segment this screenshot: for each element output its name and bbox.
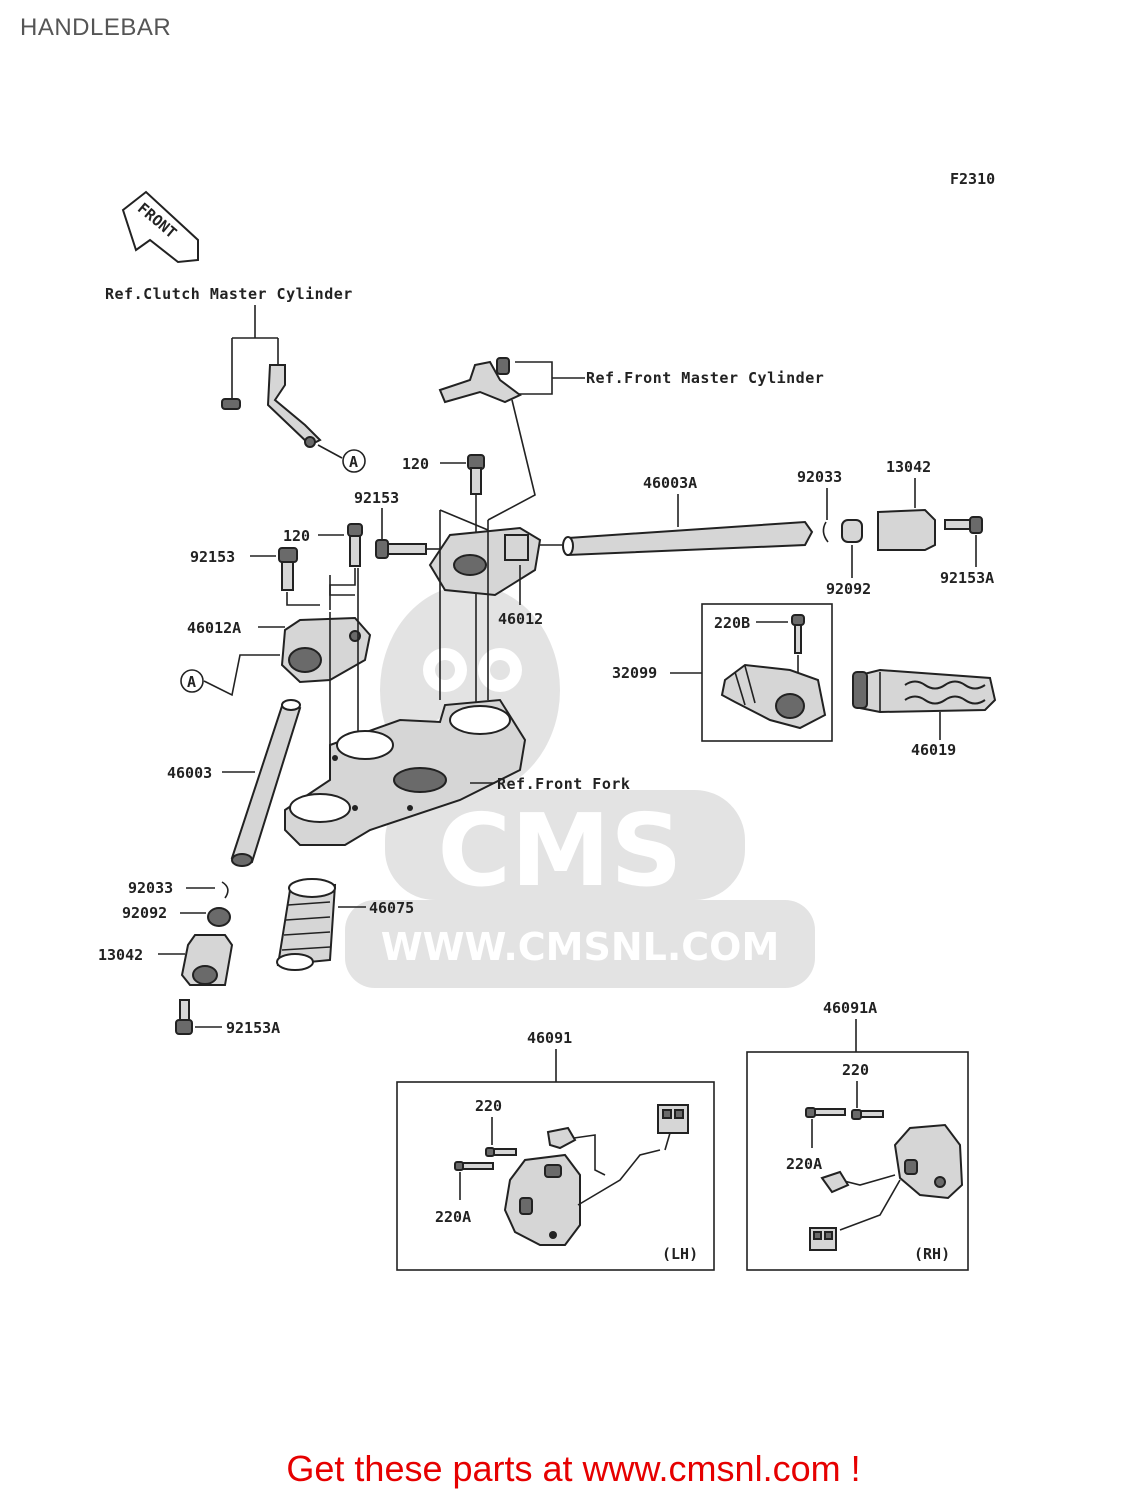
label-13042-right: 13042 <box>886 458 931 476</box>
page-title: HANDLEBAR <box>20 14 172 41</box>
bar-end-13042-right <box>877 508 936 551</box>
label-120-top: 120 <box>402 455 429 473</box>
bar-end-13042-left <box>180 934 234 986</box>
label-rh-side: (RH) <box>914 1245 950 1263</box>
label-92153-top: 92153 <box>354 489 399 507</box>
bolt-92153-top <box>375 539 427 559</box>
ref-clutch-master-cylinder: Ref.Clutch Master Cylinder <box>105 285 353 303</box>
label-220A-rh: 220A <box>786 1155 822 1173</box>
handlebar-46003A <box>562 520 814 557</box>
label-46091A: 46091A <box>823 999 877 1017</box>
screw-220B <box>791 614 805 654</box>
collar-92092-left <box>207 907 231 927</box>
label-46091: 46091 <box>527 1029 572 1047</box>
box-46091A-rh <box>746 1051 969 1271</box>
marker-a-left <box>180 669 204 693</box>
screw-220-rh <box>851 1109 884 1120</box>
triple-clamp <box>284 698 527 846</box>
bolt-92153-left <box>278 547 298 591</box>
box-46091-lh <box>396 1081 715 1271</box>
label-32099: 32099 <box>612 664 657 682</box>
label-lh-side: (LH) <box>662 1245 698 1263</box>
throttle-housing-32099 <box>720 663 827 730</box>
marker-a-left-label: A <box>187 673 196 691</box>
collar-92092-right <box>841 519 863 543</box>
marker-a-top <box>342 449 366 473</box>
label-220B: 220B <box>714 614 750 632</box>
watermark-url: WWW.CMSNL.COM <box>381 925 780 969</box>
label-92033-left: 92033 <box>128 879 173 897</box>
connector-rh <box>809 1227 837 1251</box>
bolt-120-mid <box>347 523 363 567</box>
label-46003A: 46003A <box>643 474 697 492</box>
label-220-lh: 220 <box>475 1097 502 1115</box>
label-13042-left: 13042 <box>98 946 143 964</box>
label-92153A-left: 92153A <box>226 1019 280 1037</box>
grip-46075 <box>276 878 337 971</box>
label-46075: 46075 <box>369 899 414 917</box>
label-92033-right: 92033 <box>797 468 842 486</box>
watermark-brand: CMS <box>438 792 683 909</box>
switch-housing-rh <box>893 1123 964 1200</box>
label-46019: 46019 <box>911 741 956 759</box>
left-clamp-46012A <box>280 616 372 684</box>
grip-46019 <box>852 668 997 714</box>
label-46012: 46012 <box>498 610 543 628</box>
label-46012A: 46012A <box>187 619 241 637</box>
label-92092-right: 92092 <box>826 580 871 598</box>
ref-front-master-cylinder: Ref.Front Master Cylinder <box>586 369 824 387</box>
label-220A-lh: 220A <box>435 1208 471 1226</box>
front-master-bracket <box>438 357 522 404</box>
screw-220-lh <box>485 1147 517 1157</box>
label-92153-left: 92153 <box>190 548 235 566</box>
screw-220A-rh <box>805 1107 846 1118</box>
bolt-92153A-right <box>944 516 983 534</box>
front-arrow-icon: FRONT <box>121 190 199 264</box>
switch-housing-lh <box>503 1153 581 1246</box>
label-92153A-right: 92153A <box>940 569 994 587</box>
screw-220A-lh <box>454 1161 494 1171</box>
label-46003: 46003 <box>167 764 212 782</box>
ref-front-fork: Ref.Front Fork <box>497 775 630 793</box>
connector-lh <box>657 1104 689 1151</box>
marker-a-top-label: A <box>349 453 358 471</box>
label-92092-left: 92092 <box>122 904 167 922</box>
bolt-120-top <box>467 454 485 495</box>
bolt-92153A-left <box>175 999 193 1035</box>
label-220-rh: 220 <box>842 1061 869 1079</box>
handlebar-46003 <box>230 699 302 867</box>
top-clamp-46012 <box>428 526 542 597</box>
cta-link[interactable]: Get these parts at www.cmsnl.com ! <box>286 1448 861 1489</box>
label-120-mid: 120 <box>283 527 310 545</box>
figure-code: F2310 <box>950 170 995 188</box>
clutch-bracket <box>221 364 322 448</box>
